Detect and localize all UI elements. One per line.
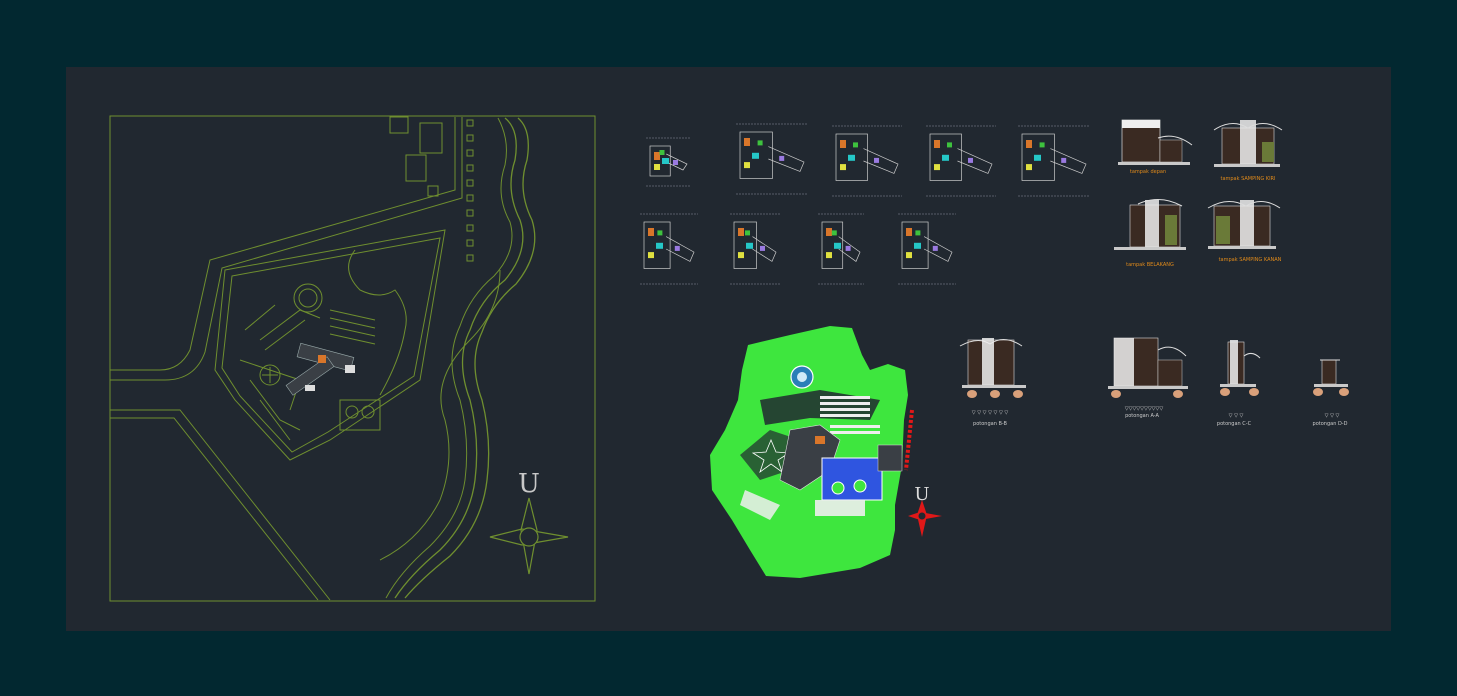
floor-plan-1 (646, 137, 691, 187)
site-boundary (109, 115, 596, 602)
floor-plan-5 (1018, 125, 1090, 197)
elevation-left: tampak SAMPING KIRI (1213, 120, 1283, 182)
svg-text:▽ ▽ ▽: ▽ ▽ ▽ (1325, 413, 1340, 419)
site-plan-building (285, 342, 355, 396)
elevation-front: tampak depan (1118, 119, 1193, 175)
section-bb: ▽ ▽ ▽ ▽ ▽ ▽ ▽ potongan B-B (959, 338, 1026, 427)
label-potongan-dd: potongan D-D (1313, 421, 1348, 427)
elevation-right: tampak SAMPING KANAN (1207, 200, 1282, 263)
landscape-plan (710, 326, 914, 578)
floor-plan-2 (736, 123, 808, 195)
floor-plans (640, 123, 1090, 285)
section-aa: ▽▽▽▽▽▽▽▽▽▽ potongan A-A (1108, 337, 1188, 419)
floor-plan-9 (898, 213, 956, 285)
section-cc: ▽ ▽ ▽ potongan C-C (1217, 340, 1261, 427)
label-potongan-bb: potongan B-B (973, 421, 1007, 427)
floor-plan-3 (832, 125, 902, 197)
label-tampak-depan: tampak depan (1130, 169, 1166, 175)
north-arrow-red-icon: U (908, 484, 942, 537)
floor-plan-7 (730, 213, 780, 285)
elevation-back: tampak BELAKANG (1114, 199, 1186, 268)
north-arrow-icon: U (489, 469, 569, 575)
label-tampak-belakang: tampak BELAKANG (1126, 262, 1174, 268)
north-label: U (518, 469, 540, 499)
north-label-2: U (914, 484, 929, 505)
svg-text:▽▽▽▽▽▽▽▽▽▽: ▽▽▽▽▽▽▽▽▽▽ (1125, 406, 1164, 412)
site-plan (109, 115, 596, 602)
label-potongan-cc: potongan C-C (1217, 421, 1252, 427)
sections: ▽ ▽ ▽ ▽ ▽ ▽ ▽ potongan B-B ▽▽▽▽▽▽▽▽▽▽ po… (959, 337, 1349, 427)
floor-plan-6 (640, 213, 698, 285)
label-tampak-samping-kiri: tampak SAMPING KIRI (1220, 176, 1275, 182)
floor-plan-8 (818, 213, 864, 285)
floor-plan-4 (926, 125, 996, 197)
svg-text:▽ ▽ ▽: ▽ ▽ ▽ (1229, 413, 1244, 419)
svg-text:▽ ▽ ▽ ▽ ▽ ▽ ▽: ▽ ▽ ▽ ▽ ▽ ▽ ▽ (972, 410, 1009, 416)
elevations: tampak depan tampak SAMPING KIRI tampak … (1114, 119, 1283, 268)
label-tampak-samping-kanan: tampak SAMPING KANAN (1219, 257, 1282, 263)
section-dd: ▽ ▽ ▽ potongan D-D (1313, 359, 1349, 427)
label-potongan-aa: potongan A-A (1125, 413, 1159, 419)
